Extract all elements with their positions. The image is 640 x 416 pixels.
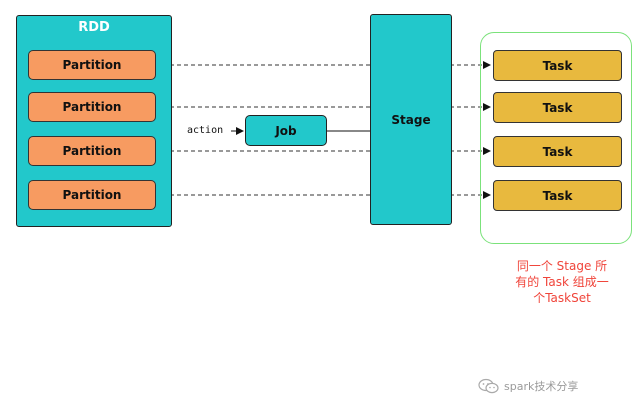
task-4: Task [493, 180, 622, 211]
caption-line-1: 同一个 Stage 所 [516, 259, 608, 273]
caption-line-2: 有的 Task 组成一 [515, 275, 609, 289]
partition-4: Partition [28, 180, 156, 210]
task-2: Task [493, 92, 622, 123]
job-box: Job [245, 115, 327, 146]
wechat-icon [478, 378, 499, 394]
stage-box [370, 14, 452, 225]
taskset-caption: 同一个 Stage 所 有的 Task 组成一 个TaskSet [496, 258, 628, 306]
task-1: Task [493, 50, 622, 81]
stage-label: Stage [391, 113, 431, 127]
task-3: Task [493, 136, 622, 167]
taskset-group [480, 32, 632, 244]
watermark-text: spark技术分享 [504, 380, 579, 393]
action-label: action [186, 125, 225, 136]
caption-line-3: 个TaskSet [533, 291, 591, 305]
partition-1: Partition [28, 50, 156, 80]
watermark: spark技术分享 [478, 378, 578, 394]
partition-2: Partition [28, 92, 156, 122]
partition-3: Partition [28, 136, 156, 166]
rdd-title: RDD [78, 20, 110, 35]
